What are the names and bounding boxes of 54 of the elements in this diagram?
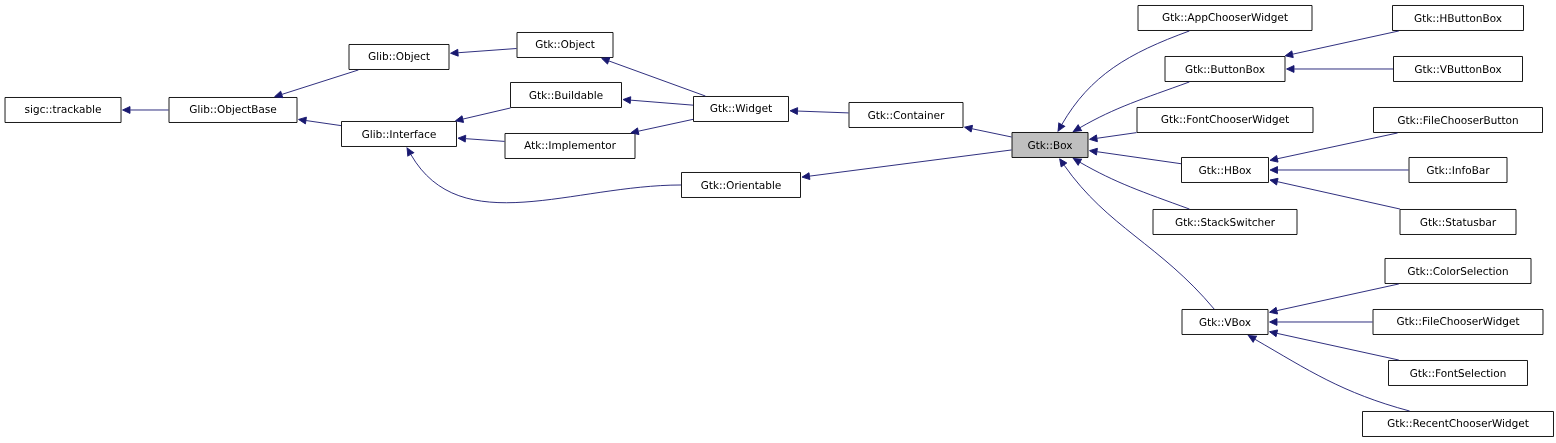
inheritance-arrow [1059,158,1215,310]
inheritance-arrow [455,107,511,123]
inheritance-arrow [406,147,682,204]
inheritance-arrow [274,69,359,99]
inheritance-arrow [1269,132,1399,163]
inheritance-arrow [1284,30,1400,58]
inheritance-arrow [789,107,849,115]
class-box: Gtk::Widget [693,96,789,122]
inheritance-arrow [1269,329,1400,361]
class-box: Gtk::RecentChooserWidget [1362,411,1554,437]
class-box: Gtk::FileChooserWidget [1372,309,1544,335]
class-box: Glib::Object [348,44,450,70]
inheritance-arrow [1269,318,1373,326]
inheritance-arrow [622,96,694,106]
class-box: sigc::trackable [4,97,122,123]
inheritance-arrow [1269,283,1400,315]
inheritance-arrow [450,48,517,57]
class-box: Gtk::Orientable [681,172,801,198]
inheritance-arrow [1247,335,1411,412]
inheritance-arrow [1072,81,1190,132]
class-box: Gtk::Object [516,32,614,58]
class-box: Glib::Interface [341,121,457,147]
class-box: Gtk::InfoBar [1408,157,1508,183]
inheritance-arrow [122,106,169,114]
inheritance-arrow [630,118,694,136]
class-box: Gtk::Buildable [510,82,622,108]
inheritance-arrow [1286,65,1394,73]
class-box: Atk::Implementor [504,133,636,159]
inheritance-arrow [964,124,1012,138]
class-box: Gtk::VButtonBox [1393,56,1523,82]
class-box: Gtk::FontChooserWidget [1136,107,1314,133]
class-box: Gtk::FileChooserButton [1373,107,1543,133]
class-box: Glib::ObjectBase [168,97,298,123]
class-box: Gtk::AppChooserWidget [1137,5,1313,31]
class-box: Gtk::VBox [1181,309,1269,335]
inheritance-arrow [801,149,1012,180]
inheritance-arrow [1072,158,1190,210]
class-box: Gtk::FontSelection [1388,360,1528,386]
inheritance-arrow [601,57,706,97]
class-box: Gtk::StackSwitcher [1152,209,1298,235]
class-box: Gtk::HButtonBox [1392,5,1524,31]
inheritance-arrow [457,134,505,143]
class-box: Gtk::Box [1011,132,1089,158]
inheritance-arrow [1269,177,1401,210]
inheritance-arrow [1269,166,1409,174]
class-box: Gtk::ButtonBox [1164,56,1286,82]
inheritance-arrow [1057,30,1190,132]
inheritance-arrow [1089,132,1137,143]
class-box: Gtk::Container [848,102,964,128]
class-box: Gtk::ColorSelection [1384,258,1532,284]
inheritance-arrow [298,116,342,127]
class-box: Gtk::Statusbar [1399,209,1517,235]
inheritance-arrow [1089,147,1182,165]
class-box: Gtk::HBox [1181,157,1269,183]
